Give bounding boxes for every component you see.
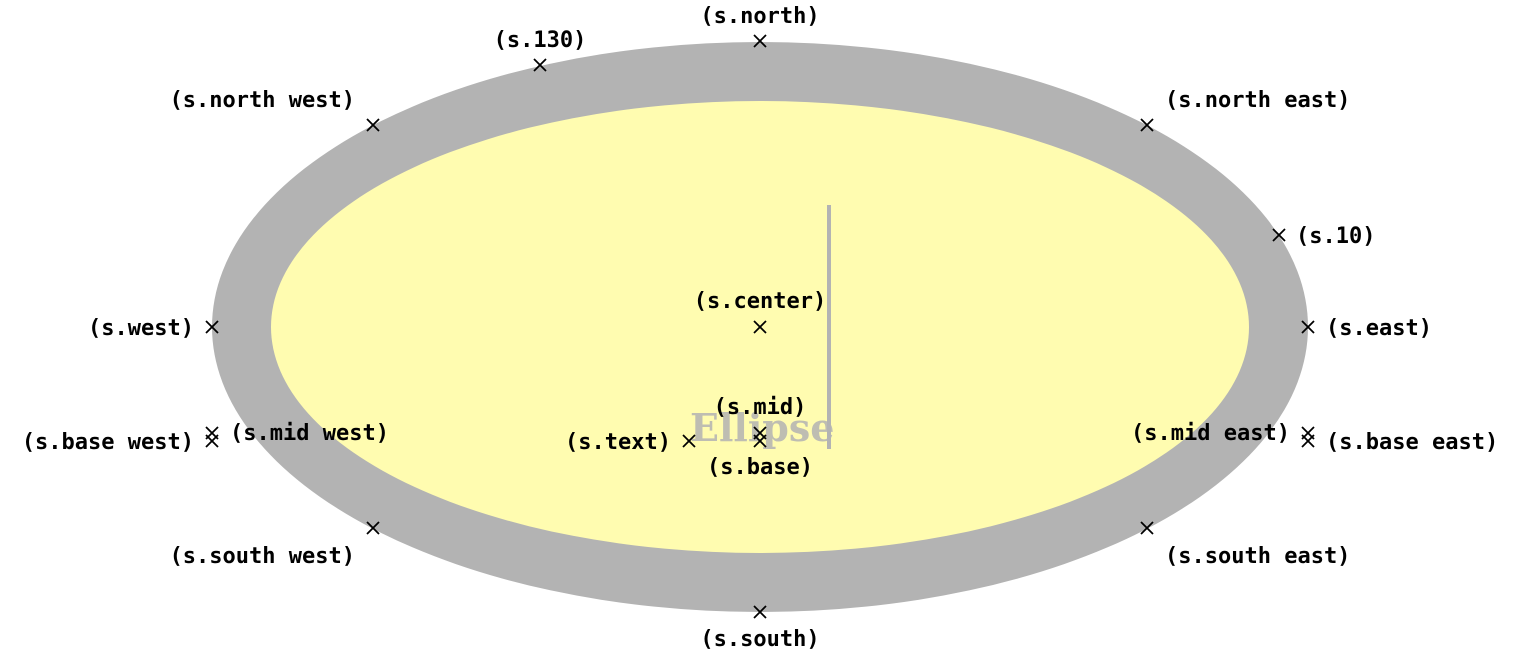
label-base-east: (s.base east) <box>1326 430 1498 455</box>
label-10: (s.10) <box>1296 224 1375 249</box>
label-north-west: (s.north west) <box>170 88 355 113</box>
label-north-east: (s.north east) <box>1165 88 1350 113</box>
cross-west <box>205 320 219 334</box>
label-mid-east: (s.mid east) <box>1131 421 1290 446</box>
label-south: (s.south) <box>700 627 819 652</box>
label-base-west: (s.base west) <box>22 430 194 455</box>
cross-10 <box>1272 228 1286 242</box>
label-west: (s.west) <box>88 316 194 341</box>
cross-south <box>753 605 767 619</box>
cross-north-west <box>366 118 380 132</box>
cross-base-west <box>205 434 219 448</box>
cross-base <box>753 434 767 448</box>
cross-south-east <box>1140 521 1154 535</box>
label-east: (s.east) <box>1326 316 1432 341</box>
label-base: (s.base) <box>707 455 813 480</box>
label-south-west: (s.south west) <box>170 544 355 569</box>
label-130: (s.130) <box>494 28 587 53</box>
cross-center <box>753 320 767 334</box>
label-south-east: (s.south east) <box>1165 544 1350 569</box>
cross-text <box>682 434 696 448</box>
cross-east <box>1301 320 1315 334</box>
cross-south-west <box>366 521 380 535</box>
cross-base-east <box>1301 434 1315 448</box>
label-center: (s.center) <box>694 289 826 314</box>
cross-north <box>753 34 767 48</box>
cross-north-east <box>1140 118 1154 132</box>
label-text: (s.text) <box>565 430 671 455</box>
cross-130 <box>533 58 547 72</box>
label-mid-west: (s.mid west) <box>230 421 389 446</box>
label-north: (s.north) <box>700 4 819 29</box>
label-mid: (s.mid) <box>714 395 807 420</box>
